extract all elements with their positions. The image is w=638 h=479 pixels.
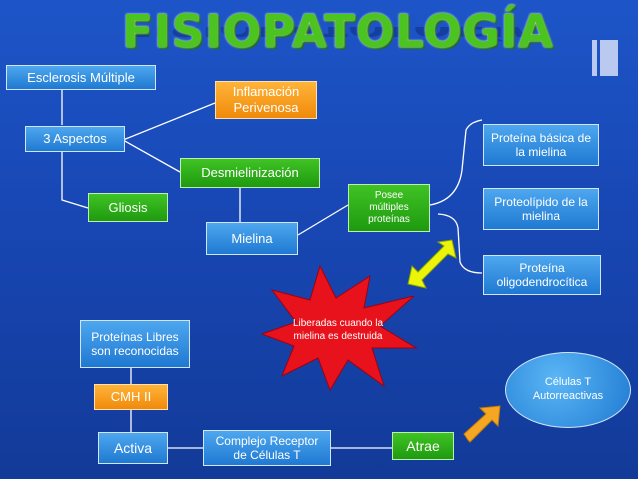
line-mielina-posee [297,204,349,236]
node-celulas-t-autorreactivas: Células T Autorreactivas [505,352,631,428]
node-inflamacion-perivenosa: Inflamación Perivenosa [215,81,317,119]
node-gliosis: Gliosis [88,193,168,222]
line-aspectos-gliosis [61,152,89,209]
node-posee-multiples-proteinas: Posee múltiples proteínas [348,184,430,232]
slide-title: FISIOPATOLOGÍA [122,5,554,58]
line-bracket [429,119,483,274]
deco-bar-right [600,40,618,76]
celulas-t-label: Células T Autorreactivas [532,376,604,402]
deco-bar-left [592,40,597,76]
node-atrae: Atrae [392,432,454,460]
line-aspectos-desmielinizacion [122,139,181,173]
explosion-star-icon [260,264,418,392]
node-proteina-basica: Proteína básica de la mielina [483,124,599,166]
double-arrow-icon [407,239,457,289]
up-right-arrow-icon [463,405,501,443]
node-cmh-ii: CMH II [94,384,168,410]
node-desmielinizacion: Desmielinización [180,158,320,188]
node-complejo-receptor: Complejo Receptor de Células T [203,430,331,466]
node-proteina-oligodendrocitica: Proteína oligodendrocítica [483,255,601,295]
node-esclerosis-multiple: Esclerosis Múltiple [6,65,156,90]
line-aspectos-inflamacion [122,102,216,141]
node-mielina: Mielina [206,222,298,255]
liberadas-text: Liberadas cuando la mielina es destruida [292,318,384,342]
node-activa: Activa [98,432,168,464]
node-proteinas-libres: Proteínas Libres son reconocidas [80,320,190,368]
node-proteolipido: Proteolípido de la mielina [483,188,599,230]
node-3-aspectos: 3 Aspectos [25,126,125,152]
